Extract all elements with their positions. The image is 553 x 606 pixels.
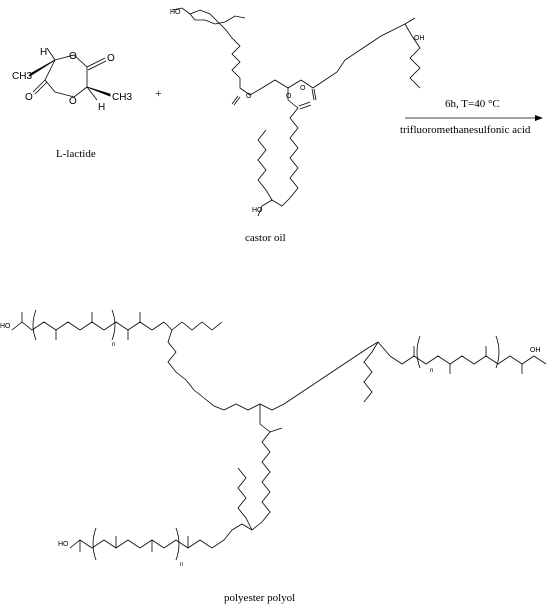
atom-h: H <box>40 47 47 58</box>
repeat-n: n <box>180 562 183 568</box>
atom-o: O <box>246 93 252 100</box>
atom-ho: HO <box>58 541 69 548</box>
atom-oh: HO <box>252 207 263 214</box>
label-reaction-conditions: 6h, T=40 °C <box>445 98 500 110</box>
label-castor-oil: castor oil <box>245 232 286 244</box>
atom-o: O <box>286 93 292 100</box>
atom-h: H <box>98 102 105 113</box>
atom-ho: HO <box>0 323 11 330</box>
atom-ch3: CH3 <box>12 71 32 82</box>
atom-oh: OH <box>530 347 541 354</box>
atom-o: O <box>107 53 115 64</box>
l-lactide-atoms: O O O O H H CH3 CH3 <box>12 47 132 113</box>
plus-sign: + <box>155 86 162 100</box>
atom-o: O <box>69 96 77 107</box>
atom-o: O <box>25 92 33 103</box>
repeat-n: n <box>112 342 115 348</box>
atom-o: O <box>69 51 77 62</box>
polyester-polyol-atoms: HO n OH n HO n <box>0 323 541 568</box>
atom-oh: OH <box>414 35 425 42</box>
l-lactide-structure <box>29 47 111 101</box>
atom-o: O <box>300 85 306 92</box>
reaction-arrow <box>405 115 543 121</box>
castor-oil-structure <box>171 7 421 217</box>
polyester-polyol-structure <box>11 309 547 561</box>
atom-ch3: CH3 <box>112 92 132 103</box>
label-catalyst: trifluoromethanesulfonic acid <box>400 124 531 136</box>
repeat-n: n <box>430 368 433 374</box>
castor-oil-atoms: HO OH HO O O O <box>170 9 425 214</box>
label-polyester-polyol: polyester polyol <box>224 592 296 604</box>
label-l-lactide: L-lactide <box>56 148 96 160</box>
atom-oh: HO <box>170 9 181 16</box>
